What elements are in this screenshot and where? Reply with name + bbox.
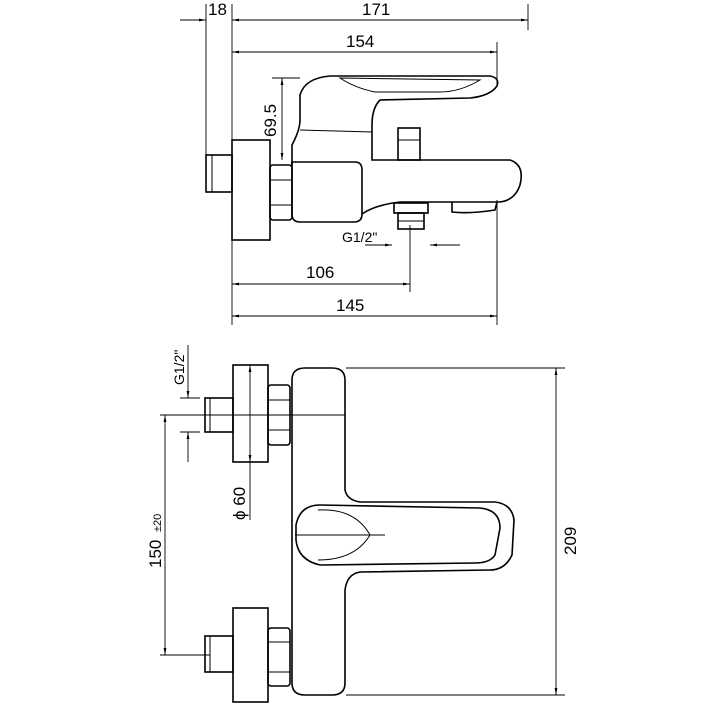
dim-outlet-thread: G1/2": [342, 229, 377, 245]
dim-body-length: 145: [336, 296, 364, 315]
dim-wall-offset: 18: [208, 0, 227, 19]
front-view: G1/2" ϕ 60 150 ±20 209: [146, 345, 580, 703]
dim-total-height: 209: [561, 527, 580, 555]
dim-inlet-spacing-tolerance: ±20: [152, 514, 164, 532]
dim-total-length: 171: [362, 0, 390, 19]
dim-inlet-thread: G1/2": [171, 350, 187, 385]
dim-spout-length: 154: [346, 32, 374, 51]
dim-outlet-position: 106: [306, 263, 334, 282]
dim-height: 69.5: [261, 104, 280, 137]
dim-flange-diameter: ϕ 60: [230, 487, 249, 520]
top-view: 18 171 154 69.5 G1/2" 106 145: [180, 0, 529, 325]
dim-inlet-spacing: 150: [146, 540, 165, 568]
